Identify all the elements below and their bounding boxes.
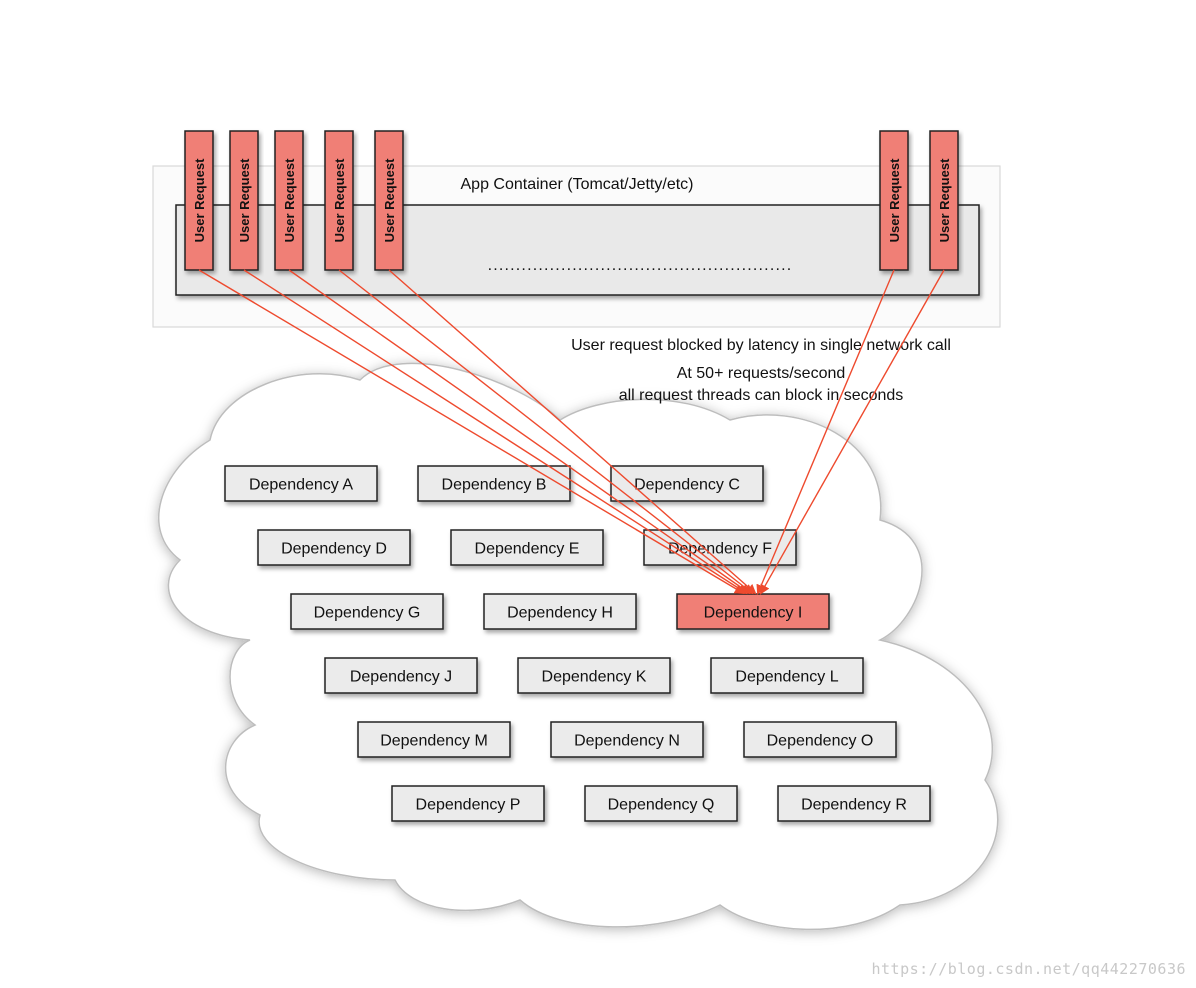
container-ellipsis: ........................................… bbox=[488, 257, 793, 274]
dependency-box: Dependency B bbox=[417, 465, 571, 502]
dependency-box: Dependency Q bbox=[584, 785, 738, 822]
dependency-box: Dependency E bbox=[450, 529, 604, 566]
dependency-label: Dependency Q bbox=[608, 797, 715, 814]
user-request-bar: User Request bbox=[929, 130, 959, 271]
dependency-label: Dependency H bbox=[507, 605, 613, 622]
dependency-cloud bbox=[157, 362, 999, 931]
user-request-label: User Request bbox=[332, 158, 347, 242]
dependency-box: Dependency D bbox=[257, 529, 411, 566]
dependency-label: Dependency K bbox=[542, 669, 647, 686]
blocked-request-arrow bbox=[243, 269, 748, 595]
blocked-request-arrow bbox=[756, 269, 895, 595]
dependency-box: Dependency O bbox=[743, 721, 897, 758]
dependency-label: Dependency P bbox=[416, 797, 521, 814]
user-request-bar: User Request bbox=[274, 130, 304, 271]
user-request-bar: User Request bbox=[324, 130, 354, 271]
user-request-label: User Request bbox=[887, 158, 902, 242]
watermark: https://blog.csdn.net/qq442270636 bbox=[871, 960, 1186, 978]
annotation-line-2: At 50+ requests/second bbox=[677, 365, 846, 382]
dependency-box: Dependency H bbox=[483, 593, 637, 630]
blocked-request-arrow bbox=[338, 269, 754, 595]
blocked-request-arrows bbox=[198, 269, 945, 595]
dependency-box: Dependency J bbox=[324, 657, 478, 694]
dependency-box: Dependency P bbox=[391, 785, 545, 822]
user-request-label: User Request bbox=[282, 158, 297, 242]
blocked-request-arrow bbox=[198, 269, 745, 595]
dependency-label: Dependency G bbox=[314, 605, 421, 622]
dependency-box-blocked: Dependency I bbox=[676, 593, 830, 630]
dependency-label: Dependency D bbox=[281, 541, 387, 558]
user-request-bar: User Request bbox=[374, 130, 404, 271]
dependency-box: Dependency K bbox=[517, 657, 671, 694]
dependency-box: Dependency C bbox=[610, 465, 764, 502]
user-request-label: User Request bbox=[237, 158, 252, 242]
dependency-label: Dependency O bbox=[767, 733, 874, 750]
blocked-request-arrow bbox=[388, 269, 757, 595]
annotation-line-1: User request blocked by latency in singl… bbox=[571, 337, 951, 354]
user-request-bar: User Request bbox=[184, 130, 214, 271]
dependency-box: Dependency F bbox=[643, 529, 797, 566]
user-request-label: User Request bbox=[382, 158, 397, 242]
dependency-label: Dependency B bbox=[442, 477, 547, 494]
dependency-label: Dependency A bbox=[249, 477, 353, 494]
user-request-label: User Request bbox=[937, 158, 952, 242]
dependency-label: Dependency N bbox=[574, 733, 680, 750]
user-request-bar: User Request bbox=[879, 130, 909, 271]
dependency-label: Dependency L bbox=[735, 669, 838, 686]
dependency-box: Dependency G bbox=[290, 593, 444, 630]
dependency-grid: Dependency A Dependency B Dependency C Depe… bbox=[224, 465, 931, 822]
dependency-label: Dependency R bbox=[801, 797, 907, 814]
blocked-request-arrow bbox=[760, 269, 945, 595]
dependency-box: Dependency M bbox=[357, 721, 511, 758]
dependency-label: Dependency I bbox=[704, 605, 803, 622]
user-request-bar: User Request bbox=[229, 130, 259, 271]
user-request-label: User Request bbox=[192, 158, 207, 242]
annotation-line-3: all request threads can block in seconds bbox=[619, 387, 904, 404]
dependency-box: Dependency A bbox=[224, 465, 378, 502]
dependency-label: Dependency E bbox=[475, 541, 580, 558]
dependency-label: Dependency F bbox=[668, 541, 772, 558]
dependency-box: Dependency L bbox=[710, 657, 864, 694]
blocked-request-arrow bbox=[288, 269, 751, 595]
app-container-box bbox=[175, 204, 980, 296]
dependency-box: Dependency R bbox=[777, 785, 931, 822]
container-title: App Container (Tomcat/Jetty/etc) bbox=[461, 176, 694, 193]
dependency-label: Dependency C bbox=[634, 477, 740, 494]
dependency-label: Dependency M bbox=[380, 733, 488, 750]
dependency-label: Dependency J bbox=[350, 669, 452, 686]
user-request-group: User Request User Request User Request User… bbox=[184, 130, 959, 271]
dependency-box: Dependency N bbox=[550, 721, 704, 758]
